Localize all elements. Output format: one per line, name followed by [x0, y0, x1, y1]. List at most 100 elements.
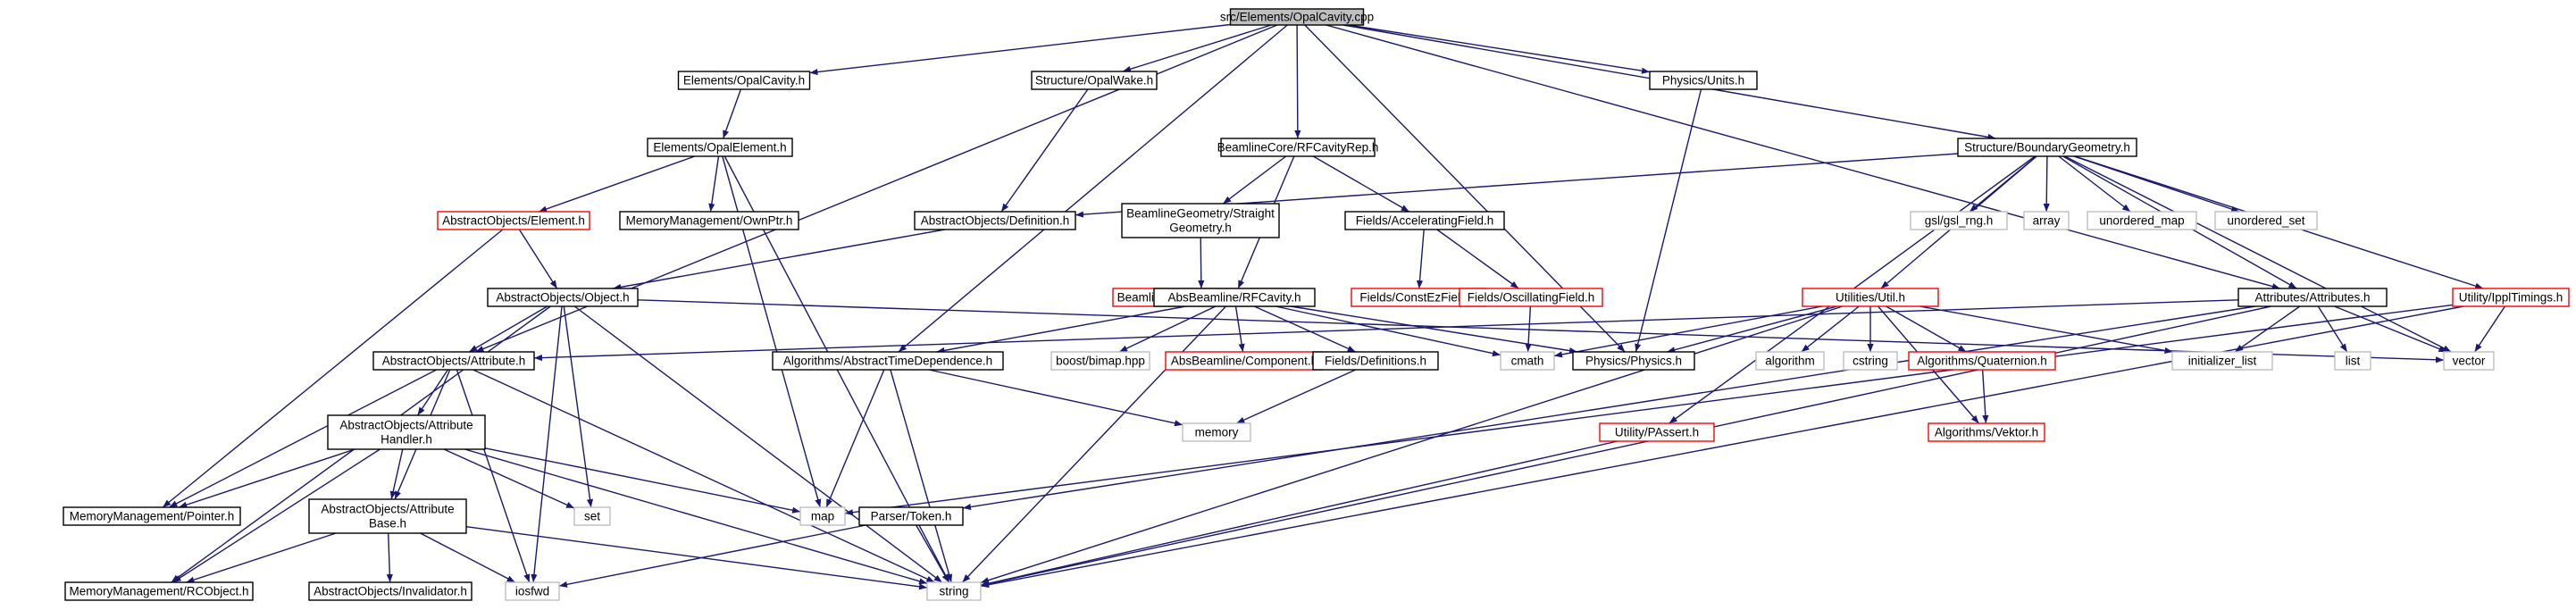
node-cstring[interactable]: cstring: [1843, 351, 1898, 371]
node-map[interactable]: map: [799, 506, 846, 526]
node-box: [677, 71, 811, 90]
node-attributes-h[interactable]: Attributes/Attributes.h: [2237, 288, 2388, 307]
node-acceleratingfield-h[interactable]: Fields/AcceleratingField.h: [1344, 211, 1505, 230]
node-fields-definitions-h[interactable]: Fields/Definitions.h: [1312, 351, 1439, 371]
node-label: AbstractObjects/Invalidator.h: [314, 585, 467, 598]
node-array[interactable]: array: [2023, 211, 2070, 230]
node-algorithm[interactable]: algorithm: [1755, 351, 1825, 371]
node-box: [1220, 138, 1376, 157]
node-label: BeamlineCore/RFCavityRep.h: [1217, 141, 1379, 155]
edge-token_h-to-string: [916, 524, 949, 583]
edge-absbeamline_rfcavity_h-to-physics_h: [1290, 305, 1578, 355]
node-iosfwd[interactable]: iosfwd: [505, 581, 560, 601]
node-units-h[interactable]: Physics/Units.h: [1649, 71, 1758, 90]
node-opalwake-h[interactable]: Structure/OpalWake.h: [1031, 71, 1158, 90]
node-label: src/Elements/OpalCavity.cpp: [1220, 11, 1374, 24]
node-box: [308, 581, 473, 601]
edge-object_h-to-string: [573, 305, 943, 583]
node-constezfield-h[interactable]: Fields/ConstEzField.h: [1351, 288, 1486, 307]
node-component-h[interactable]: AbsBeamline/Component.h: [1165, 351, 1324, 371]
node-box: [1957, 138, 2137, 157]
node-opalelement-h[interactable]: Elements/OpalElement.h: [647, 138, 793, 157]
node-invalidator-h[interactable]: AbstractObjects/Invalidator.h: [308, 581, 473, 601]
edge-attributehandler_h-to-map: [484, 447, 801, 514]
node-box: [2023, 211, 2070, 230]
node-definition-h[interactable]: AbstractObjects/Definition.h: [914, 211, 1076, 230]
node-box: [308, 498, 467, 534]
node-physics-h[interactable]: Physics/Physics.h: [1572, 351, 1695, 371]
edge-attributes_h-to-vector: [2334, 305, 2447, 353]
edge-util_h-to-cmath: [1553, 305, 1823, 358]
node-label: Utility/IpplTimings.h: [2459, 291, 2563, 305]
node-string[interactable]: string: [926, 581, 982, 601]
node-ownptr-h[interactable]: MemoryManagement/OwnPtr.h: [619, 211, 799, 230]
edge-absbeamline_rfcavity_h-to-component_h: [1234, 305, 1245, 353]
edge-util_h-to-string: [980, 305, 1844, 584]
edge-root-to-opalcavity_h: [809, 23, 1231, 76]
node-quaternion-h[interactable]: Algorithms/Quaternion.h: [1908, 351, 2056, 371]
node-passert-h[interactable]: Utility/PAssert.h: [1599, 422, 1715, 442]
edge-attributes_h-to-attribute_h: [533, 299, 2239, 362]
node-element-h[interactable]: AbstractObjects/Element.h: [437, 211, 590, 230]
node-label: Physics/Units.h: [1662, 74, 1744, 88]
node-label: map: [811, 510, 834, 523]
node-box: [926, 581, 982, 601]
edge-abstracttimedependence_h-to-string: [890, 369, 953, 583]
node-ippltimings-h[interactable]: Utility/IpplTimings.h: [2452, 288, 2570, 307]
node-unordered-set[interactable]: unordered_set: [2214, 211, 2318, 230]
node-boundarygeometry-h[interactable]: Structure/BoundaryGeometry.h: [1957, 138, 2137, 157]
edge-object_h-to-set: [563, 305, 594, 508]
edge-passert_h-to-string: [980, 440, 1618, 587]
node-root[interactable]: src/Elements/OpalCavity.cpp: [1220, 8, 1374, 26]
node-list[interactable]: list: [2334, 351, 2371, 371]
node-unordered-map[interactable]: unordered_map: [2087, 211, 2197, 230]
edge-object_h-to-iosfwd: [531, 305, 563, 583]
node-label: Utilities/Util.h: [1836, 291, 1905, 305]
node-gsl-rng-h[interactable]: gsl/gsl_rng.h: [1910, 211, 2008, 230]
node-pointer-h[interactable]: MemoryManagement/Pointer.h: [63, 506, 241, 526]
node-rcobject-h[interactable]: MemoryManagement/RCObject.h: [64, 581, 254, 601]
node-box: [327, 414, 486, 450]
node-box: [2237, 288, 2388, 307]
node-attribute-h[interactable]: AbstractObjects/Attribute.h: [372, 351, 535, 371]
node-opalcavity-h[interactable]: Elements/OpalCavity.h: [677, 71, 811, 90]
node-label: initializer_list: [2188, 355, 2257, 368]
nodes: src/Elements/OpalCavity.cppElements/Opal…: [63, 8, 2570, 601]
edge-opalwake_h-to-definition_h: [1000, 88, 1089, 213]
node-abstracttimedependence-h[interactable]: Algorithms/AbstractTimeDependence.h: [772, 351, 1004, 371]
node-box: [1599, 422, 1715, 442]
node-box: [2087, 211, 2197, 230]
node-vector[interactable]: vector: [2443, 351, 2495, 371]
edge-attribute_h-to-attributehandler_h: [417, 369, 448, 416]
edge-abstracttimedependence_h-to-memory: [928, 369, 1183, 427]
node-box: [1121, 203, 1280, 238]
node-token-h[interactable]: Parser/Token.h: [858, 506, 964, 526]
edge-ippltimings_h-to-string: [980, 305, 2464, 589]
edge-util_h-to-initializer_list: [1919, 305, 2173, 354]
node-label: Fields/AcceleratingField.h: [1356, 214, 1494, 228]
node-boost-bimap[interactable]: boost/bimap.hpp: [1050, 351, 1150, 371]
node-label: MemoryManagement/Pointer.h: [70, 510, 235, 523]
node-oscillatingfield-h[interactable]: Fields/OscillatingField.h: [1459, 288, 1603, 307]
node-box: [1312, 351, 1439, 371]
node-initializer-list[interactable]: initializer_list: [2171, 351, 2273, 371]
node-label: MemoryManagement/RCObject.h: [69, 585, 248, 598]
node-label: Structure/OpalWake.h: [1035, 74, 1153, 88]
edge-attribute_h-to-string: [473, 369, 935, 583]
node-label: gsl/gsl_rng.h: [1925, 214, 1994, 228]
node-set[interactable]: set: [573, 506, 611, 526]
node-vektor-h[interactable]: Algorithms/Vektor.h: [1928, 422, 2045, 442]
node-cmath[interactable]: cmath: [1500, 351, 1555, 371]
node-memory[interactable]: memory: [1182, 422, 1251, 442]
node-label: unordered_map: [2099, 214, 2184, 228]
node-rfcavityrep-h[interactable]: BeamlineCore/RFCavityRep.h: [1217, 138, 1379, 157]
node-box: [2171, 351, 2273, 371]
node-label: Fields/ConstEzField.h: [1359, 291, 1476, 305]
node-absbeamline-rfcavity-h[interactable]: AbsBeamline/RFCavity.h: [1153, 288, 1316, 307]
node-object-h[interactable]: AbstractObjects/Object.h: [487, 288, 639, 307]
node-util-h[interactable]: Utilities/Util.h: [1802, 288, 1939, 307]
edge-attributes_h-to-token_h: [962, 305, 2256, 511]
